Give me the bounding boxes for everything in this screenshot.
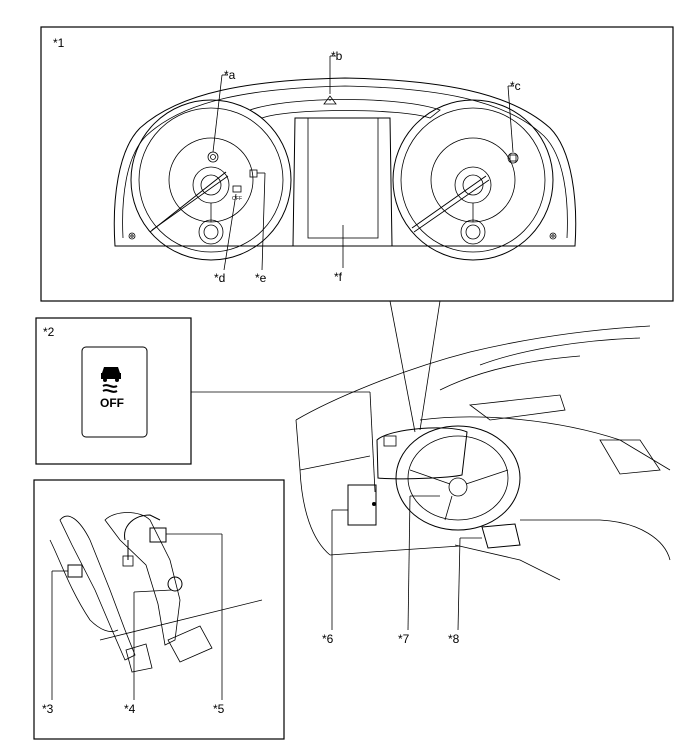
- cluster-housing-inner: [122, 85, 568, 239]
- accelerator-arm: [59, 515, 136, 661]
- vsc-off-switch: [81, 346, 148, 438]
- callout-7: *7: [398, 632, 410, 646]
- callout-6: *6: [322, 632, 334, 646]
- switch-panel: *2 OFF: [35, 317, 192, 465]
- callout-8: *8: [448, 632, 460, 646]
- vsc-off-small-icon: OFF: [232, 185, 242, 202]
- callout-4: *4: [124, 702, 136, 716]
- accelerator-pad: [125, 643, 153, 673]
- vsc-off-icon: [101, 367, 121, 393]
- bracket-left: [49, 539, 119, 632]
- dashboard-view: *6 *7 *8: [191, 300, 671, 646]
- dash-top-edge: [295, 325, 651, 421]
- callout-c: *c: [510, 79, 521, 93]
- callout-3: *3: [42, 702, 54, 716]
- cluster-panel-label: *1: [53, 36, 65, 50]
- cluster-housing: [113, 77, 577, 247]
- switch-panel-label: *2: [43, 325, 55, 339]
- steering-wheel: [395, 425, 521, 531]
- stop-light-switch: [149, 527, 167, 543]
- brake-pedal-pad: [167, 625, 213, 663]
- indicator-c-icon: [507, 152, 519, 164]
- brake-pedal-arm: [104, 512, 181, 646]
- callout-d: *d: [214, 271, 225, 285]
- slip-indicator-icon: [249, 169, 258, 178]
- callout-a: *a: [224, 68, 236, 82]
- left-gauge: OFF: [130, 99, 292, 261]
- cluster-top-bar: [249, 99, 441, 119]
- switch-off-text: OFF: [100, 396, 124, 410]
- ecu-module: [347, 484, 377, 526]
- warning-triangle-icon: [323, 95, 337, 105]
- callout-5: *5: [213, 702, 225, 716]
- pedal-sensor: [167, 576, 183, 592]
- airbag-sensor-unit: [481, 523, 521, 549]
- callout-f: *f: [334, 270, 343, 284]
- callout-b: *b: [331, 49, 343, 63]
- steering-hub: [448, 477, 468, 497]
- dash-cluster: [376, 427, 468, 480]
- wire-harness: [124, 514, 161, 541]
- svg-text:OFF: OFF: [232, 196, 242, 202]
- cluster-panel: *1: [40, 26, 674, 302]
- right-gauge: [392, 99, 554, 261]
- pedal-panel: *3 *4 *5: [33, 479, 285, 740]
- callout-e: *e: [255, 271, 267, 285]
